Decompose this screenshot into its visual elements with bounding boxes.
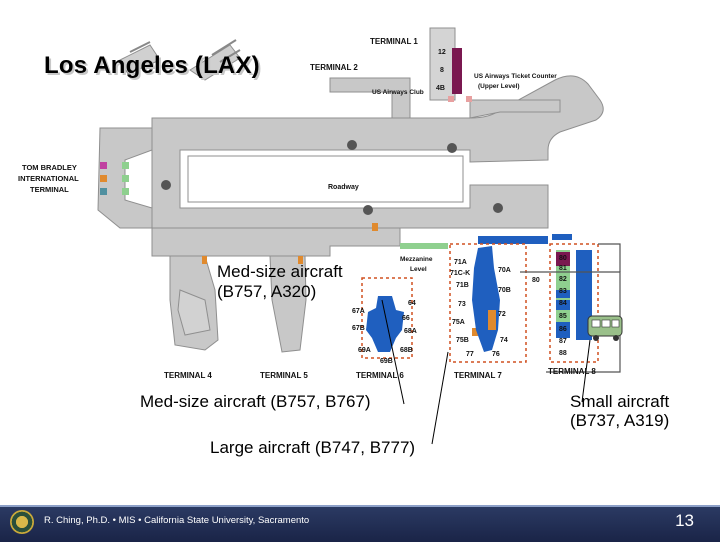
svg-text:69A: 69A: [358, 347, 371, 354]
svg-text:12: 12: [438, 49, 446, 56]
svg-text:88: 88: [559, 350, 567, 357]
svg-text:(Upper Level): (Upper Level): [478, 83, 520, 90]
callout-large-t7: Large aircraft (B747, B777): [210, 438, 416, 457]
svg-text:75B: 75B: [456, 337, 469, 344]
svg-text:81: 81: [559, 265, 567, 272]
terminal-1-gates: [448, 48, 472, 102]
svg-text:66: 66: [402, 315, 410, 322]
terminal-7-gate-numbers: 71A 71C-K 71B 73 75A 75B 77 76 74 72 70A…: [450, 259, 511, 358]
callout-arrows: [381, 299, 591, 445]
terminal-8-gate-numbers: 80 80 81 82 83 84 85 86 87 88: [532, 255, 567, 357]
svg-text:Level: Level: [410, 266, 427, 273]
svg-text:8: 8: [440, 67, 444, 74]
svg-text:4B: 4B: [436, 85, 445, 92]
svg-text:85: 85: [559, 313, 567, 320]
footer-text: R. Ching, Ph.D. • MIS • California State…: [44, 515, 310, 526]
svg-text:70A: 70A: [498, 267, 511, 274]
terminal-6-gates: [366, 296, 404, 352]
terminal-1-label: TERMINAL 1: [370, 37, 418, 46]
orange-markers: [202, 223, 478, 336]
svg-text:67B: 67B: [352, 325, 365, 332]
footer-bar: [0, 505, 720, 542]
svg-text:84: 84: [559, 300, 567, 307]
svg-text:76: 76: [492, 351, 500, 358]
svg-text:68B: 68B: [400, 347, 413, 354]
terminal-6-label: TERMINAL 6: [356, 371, 404, 380]
terminal-5-label: TERMINAL 5: [260, 371, 308, 380]
terminal-2-label: TERMINAL 2: [310, 63, 358, 72]
svg-text:75A: 75A: [452, 319, 465, 326]
airfield-marks: [129, 39, 241, 63]
terminal-4-label: TERMINAL 4: [164, 371, 212, 380]
callout-small-t8-line2: (B737, A319): [570, 411, 670, 430]
terminal-1-gate-numbers: 12 8 4B: [436, 49, 446, 92]
svg-text:69B: 69B: [380, 358, 393, 365]
tbit-label: TOM BRADLEY INTERNATIONAL TERMINAL: [18, 163, 79, 194]
terminal-7-label: TERMINAL 7: [454, 371, 502, 380]
page-number: 13: [675, 511, 694, 530]
svg-text:68A: 68A: [404, 328, 417, 335]
svg-text:67A: 67A: [352, 308, 365, 315]
roadway-label: Roadway: [328, 184, 359, 191]
callout-small-t8-line1: Small aircraft: [570, 392, 670, 411]
tbit-gates: [100, 162, 129, 195]
svg-text:72: 72: [498, 311, 506, 318]
callout-med-t6-line1: Med-size aircraft: [217, 262, 343, 281]
svg-text:TOM BRADLEY: TOM BRADLEY: [22, 163, 77, 172]
svg-text:INTERNATIONAL: INTERNATIONAL: [18, 174, 79, 183]
svg-text:71B: 71B: [456, 282, 469, 289]
svg-text:71C-K: 71C-K: [450, 270, 470, 277]
svg-text:86: 86: [559, 326, 567, 333]
university-seal-icon: [10, 510, 34, 534]
svg-text:77: 77: [466, 351, 474, 358]
ticket-counter-label: US Airways Ticket Counter (Upper Level): [474, 73, 557, 90]
terminal-6-gate-numbers: 64 66 67A 67B 68A 69A 68B 69B: [352, 300, 417, 365]
svg-text:82: 82: [559, 276, 567, 283]
svg-text:73: 73: [458, 301, 466, 308]
green-gate-strip: [400, 243, 448, 249]
callout-boxes: [361, 243, 599, 363]
us-airways-club-label: US Airways Club: [372, 89, 424, 96]
ground-network: [97, 27, 604, 353]
svg-text:80: 80: [559, 255, 567, 262]
svg-text:Mezzanine: Mezzanine: [400, 256, 433, 263]
svg-text:74: 74: [500, 337, 508, 344]
svg-text:70B: 70B: [498, 287, 511, 294]
svg-text:71A: 71A: [454, 259, 467, 266]
lax-terminal-map: .mt { font-family:"Liberation Sans", san…: [18, 27, 623, 445]
svg-text:TERMINAL: TERMINAL: [30, 185, 69, 194]
svg-text:87: 87: [559, 338, 567, 345]
mezzanine-label: Mezzanine Level: [400, 256, 433, 273]
svg-text:64: 64: [408, 300, 416, 307]
road-markers: [161, 140, 503, 215]
callout-med-t7: Med-size aircraft (B757, B767): [140, 392, 371, 411]
svg-text:80: 80: [532, 277, 540, 284]
shuttle-bus-icon: [587, 315, 623, 341]
svg-text:83: 83: [559, 288, 567, 295]
svg-text:US Airways Ticket Counter: US Airways Ticket Counter: [474, 73, 557, 80]
callout-med-t6-line2: (B757, A320): [217, 282, 317, 301]
terminal-7-gates: [472, 234, 572, 352]
terminal-8-label: TERMINAL 8: [548, 367, 596, 376]
slide-title: Los Angeles (LAX): [44, 52, 260, 79]
